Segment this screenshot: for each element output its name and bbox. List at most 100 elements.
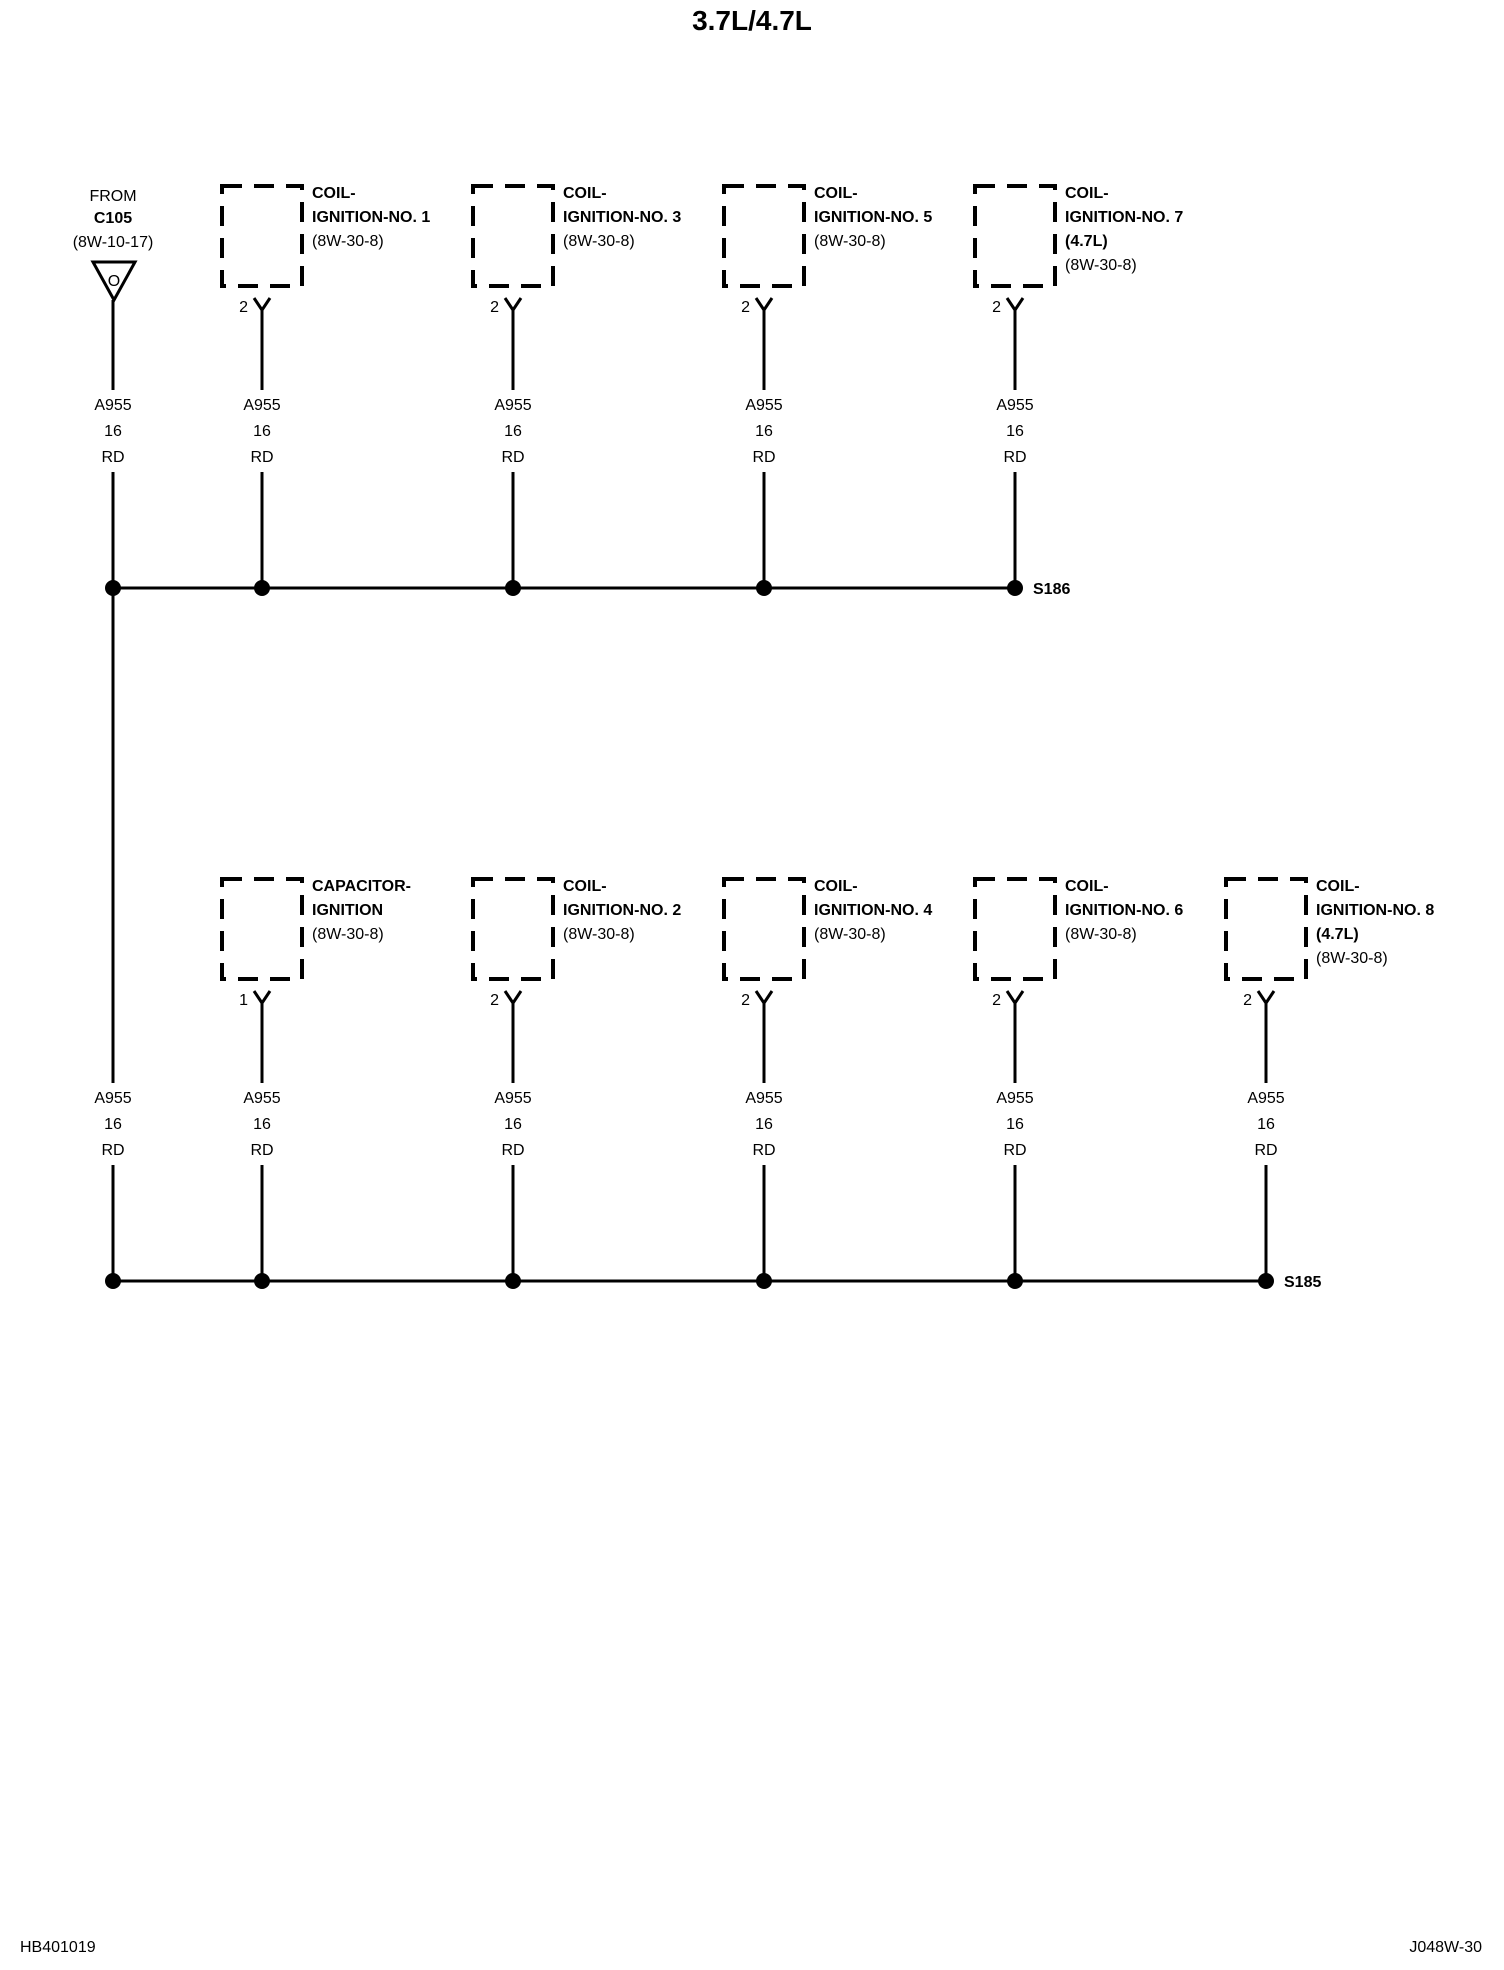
splice-label: S185 <box>1284 1274 1321 1291</box>
pin-fork-icon <box>1256 990 1276 1006</box>
wire-color-label: RD <box>501 449 524 466</box>
wire-color-label: RD <box>752 449 775 466</box>
component-ref: (8W-30-8) <box>1316 950 1388 967</box>
component-name-line: IGNITION-NO. 2 <box>563 902 681 919</box>
pin-number: 2 <box>992 992 1001 1009</box>
component-name-line: IGNITION-NO. 4 <box>814 902 932 919</box>
connector-box <box>722 184 806 288</box>
component-name-line: IGNITION <box>312 902 383 919</box>
footer-left-code: HB401019 <box>20 1939 96 1956</box>
wire-color-label: RD <box>1003 449 1026 466</box>
connector-box <box>471 877 555 981</box>
splice-dot <box>1007 1273 1023 1289</box>
source-label-line-1: FROM <box>89 188 136 205</box>
wire-code-label: A955 <box>494 1090 531 1107</box>
splice-label: S186 <box>1033 581 1070 598</box>
connector-box <box>973 877 1057 981</box>
wire-color-label: RD <box>1254 1142 1277 1159</box>
splice-dot <box>505 1273 521 1289</box>
component-ref: (8W-30-8) <box>312 926 384 943</box>
component-name-line: IGNITION-NO. 1 <box>312 209 430 226</box>
component-name-line: COIL- <box>312 185 356 202</box>
component-name-line: IGNITION-NO. 7 <box>1065 209 1183 226</box>
pin-fork-icon <box>503 990 523 1006</box>
pin-number: 2 <box>239 299 248 316</box>
splice-dot <box>1258 1273 1274 1289</box>
footer-right-code: J048W-30 <box>1409 1939 1482 1956</box>
component-ref: (8W-30-8) <box>814 926 886 943</box>
component-ref: (8W-30-8) <box>1065 257 1137 274</box>
source-label-line-2: C105 <box>94 210 132 227</box>
pin-fork-icon <box>252 297 272 313</box>
wire-code-label: A955 <box>996 1090 1033 1107</box>
source-label-line-3: (8W-10-17) <box>73 234 154 251</box>
wire-code-label: A955 <box>745 397 782 414</box>
pin-number: 2 <box>741 299 750 316</box>
pin-fork-icon <box>1005 990 1025 1006</box>
source-symbol: O <box>108 273 120 290</box>
pin-number: 2 <box>741 992 750 1009</box>
connector-box <box>220 877 304 981</box>
wire-code-label: A955 <box>996 397 1033 414</box>
pin-number: 2 <box>490 299 499 316</box>
wire-gauge-label: 16 <box>1006 423 1024 440</box>
connector-box <box>1224 877 1308 981</box>
wire-color-label: RD <box>101 449 124 466</box>
component-name-line: COIL- <box>1316 878 1360 895</box>
wire-color-label: RD <box>101 1142 124 1159</box>
wire-code-label: A955 <box>494 397 531 414</box>
wire-gauge-label: 16 <box>755 1116 773 1133</box>
splice-dot <box>105 580 121 596</box>
splice-dot <box>756 1273 772 1289</box>
component-name-line: IGNITION-NO. 6 <box>1065 902 1183 919</box>
wire-gauge-label: 16 <box>1006 1116 1024 1133</box>
component-name-line: IGNITION-NO. 5 <box>814 209 932 226</box>
splice-dot <box>254 580 270 596</box>
connector-box <box>471 184 555 288</box>
pin-fork-icon <box>252 990 272 1006</box>
component-name-line: COIL- <box>563 878 607 895</box>
component-name-line: (4.7L) <box>1316 926 1359 943</box>
component-ref: (8W-30-8) <box>312 233 384 250</box>
component-ref: (8W-30-8) <box>1065 926 1137 943</box>
connector-box <box>973 184 1057 288</box>
splice-dot <box>1007 580 1023 596</box>
wire-code-label: A955 <box>243 1090 280 1107</box>
pin-number: 1 <box>239 992 248 1009</box>
wire-code-label: A955 <box>745 1090 782 1107</box>
wire-color-label: RD <box>752 1142 775 1159</box>
component-name-line: COIL- <box>1065 185 1109 202</box>
wire-gauge-label: 16 <box>504 423 522 440</box>
component-ref: (8W-30-8) <box>814 233 886 250</box>
component-name-line: CAPACITOR- <box>312 878 411 895</box>
wire-gauge-label: 16 <box>253 423 271 440</box>
wire-gauge-label: 16 <box>504 1116 522 1133</box>
component-name-line: COIL- <box>1065 878 1109 895</box>
wire-code-label: A955 <box>94 1090 131 1107</box>
wire-color-label: RD <box>1003 1142 1026 1159</box>
pin-fork-icon <box>754 990 774 1006</box>
component-ref: (8W-30-8) <box>563 233 635 250</box>
wire-code-label: A955 <box>94 397 131 414</box>
splice-dot <box>505 580 521 596</box>
pin-fork-icon <box>503 297 523 313</box>
connector-box <box>220 184 304 288</box>
component-name-line: (4.7L) <box>1065 233 1108 250</box>
wire-color-label: RD <box>250 449 273 466</box>
splice-dot <box>756 580 772 596</box>
component-name-line: COIL- <box>563 185 607 202</box>
component-name-line: COIL- <box>814 185 858 202</box>
pin-fork-icon <box>754 297 774 313</box>
wire-code-label: A955 <box>243 397 280 414</box>
